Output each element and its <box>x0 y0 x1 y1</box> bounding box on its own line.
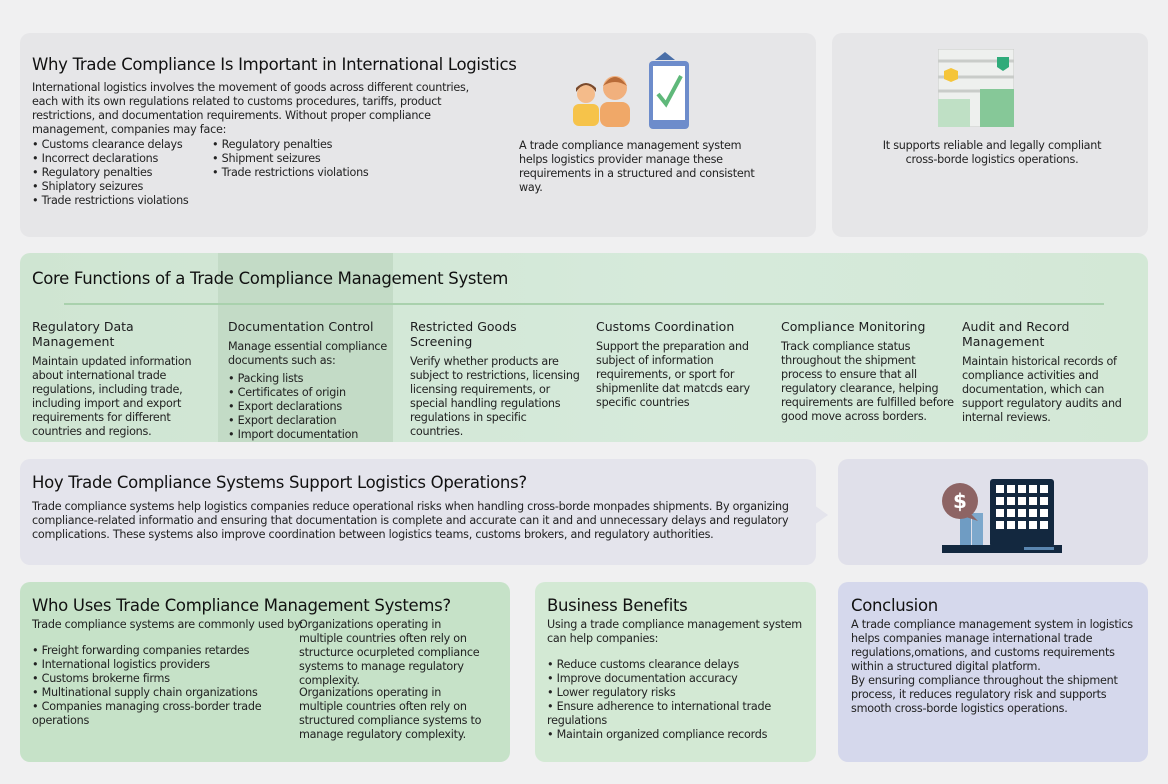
list-item: Import documentation <box>228 428 393 442</box>
list-item: Customs brokerne firms <box>32 672 262 686</box>
function-customs-coordination: Customs Coordination Support the prepara… <box>596 319 756 410</box>
function-restricted-goods: Restricted Goods Screening Verify whethe… <box>410 319 580 439</box>
function-text: Verify whether products are subject to r… <box>410 355 580 438</box>
function-title: Restricted Goods Screening <box>410 319 517 349</box>
why-title: Why Trade Compliance Is Important in Int… <box>32 55 517 74</box>
svg-text:$: $ <box>953 489 967 513</box>
function-text: Maintain updated information about inter… <box>32 355 192 438</box>
list-item: Shipment seizures <box>212 152 369 166</box>
list-item: Shiplatory seizures <box>32 180 189 194</box>
function-text: Manage essential compliance documents su… <box>228 340 387 367</box>
function-regulatory-data: Regulatory Data Management Maintain upda… <box>32 319 212 439</box>
who-note-2: Organizations operating in multiple coun… <box>299 686 482 741</box>
building-finance-icon: $ <box>942 479 1062 553</box>
list-item: Trade restrictions violations <box>32 194 189 208</box>
list-item: Improve documentation accuracy <box>547 672 787 686</box>
support-text: It supports reliable and legally complia… <box>882 139 1102 166</box>
list-item: Export declaration <box>228 414 393 428</box>
core-title: Core Functions of a Trade Compliance Man… <box>32 269 509 288</box>
why-list-left: Customs clearance delays Incorrect decla… <box>32 138 189 208</box>
function-text: Track compliance status throughout the s… <box>781 340 954 423</box>
why-side-text: A trade compliance management system hel… <box>519 139 755 194</box>
list-item: Incorrect declarations <box>32 152 189 166</box>
list-item: International logistics providers <box>32 658 262 672</box>
support-card: It supports reliable and legally complia… <box>832 33 1148 237</box>
list-item: Certificates of origin <box>228 386 393 400</box>
list-item: Multinational supply chain organizations <box>32 686 262 700</box>
benefits-list: Reduce customs clearance delays Improve … <box>547 658 787 742</box>
why-list-right: Regulatory penalties Shipment seizures T… <box>212 138 369 180</box>
list-item: Packing lists <box>228 372 393 386</box>
conclusion-text-2: By ensuring compliance throughout the sh… <box>851 674 1118 715</box>
function-text: Maintain historical records of complianc… <box>962 355 1122 424</box>
why-card: Why Trade Compliance Is Important in Int… <box>20 33 816 237</box>
function-audit-records: Audit and Record Management Maintain his… <box>962 319 1147 425</box>
building-windows <box>996 485 1048 529</box>
who-card: Who Uses Trade Compliance Management Sys… <box>20 582 510 762</box>
who-note-1: Organizations operating in multiple coun… <box>299 618 480 687</box>
how-title: Hoy Trade Compliance Systems Support Log… <box>32 473 527 492</box>
how-icon-card: $ <box>838 459 1148 565</box>
function-title: Audit and Record Management <box>962 319 1070 349</box>
benefits-intro: Using a trade compliance management syst… <box>547 618 802 645</box>
how-card: Hoy Trade Compliance Systems Support Log… <box>20 459 816 565</box>
conclusion-title: Conclusion <box>851 596 938 615</box>
timeline-line <box>64 303 1104 305</box>
who-intro: Trade compliance systems are commonly us… <box>32 618 304 631</box>
dashboard-icon <box>938 49 1014 127</box>
who-list: Freight forwarding companies retardes In… <box>32 644 262 728</box>
function-title: Compliance Monitoring <box>781 319 926 334</box>
list-item: Export declarations <box>228 400 393 414</box>
benefits-title: Business Benefits <box>547 596 688 615</box>
benefits-card: Business Benefits Using a trade complian… <box>535 582 816 762</box>
list-item: Freight forwarding companies retardes <box>32 644 262 658</box>
list-item: Companies managing cross-border trade op… <box>32 700 262 728</box>
list-item: Maintain organized compliance records <box>547 728 787 742</box>
list-item: Lower regulatory risks <box>547 686 787 700</box>
function-title: Regulatory Data Management <box>32 319 134 349</box>
people-checklist-icon <box>573 52 689 129</box>
list-item: Regulatory penalties <box>32 166 189 180</box>
who-title: Who Uses Trade Compliance Management Sys… <box>32 596 451 615</box>
arrow-pointer <box>814 505 828 525</box>
list-item: Trade restrictions violations <box>212 166 369 180</box>
list-item: Customs clearance delays <box>32 138 189 152</box>
list-item: Ensure adherence to international trade … <box>547 700 787 728</box>
list-item: Regulatory penalties <box>212 138 369 152</box>
list-item: Reduce customs clearance delays <box>547 658 787 672</box>
why-intro: International logistics involves the mov… <box>32 81 469 136</box>
conclusion-card: Conclusion A trade compliance management… <box>838 582 1148 762</box>
function-text: Support the preparation and subject of i… <box>596 340 750 409</box>
function-title: Customs Coordination <box>596 319 735 334</box>
function-title: Documentation Control <box>228 319 374 334</box>
core-functions-panel: Core Functions of a Trade Compliance Man… <box>20 253 1148 442</box>
conclusion-text-1: A trade compliance management system in … <box>851 618 1133 673</box>
function-compliance-monitoring: Compliance Monitoring Track compliance s… <box>781 319 956 424</box>
how-text: Trade compliance systems help logistics … <box>32 500 789 541</box>
function-documentation: Documentation Control Manage essential c… <box>228 319 393 442</box>
